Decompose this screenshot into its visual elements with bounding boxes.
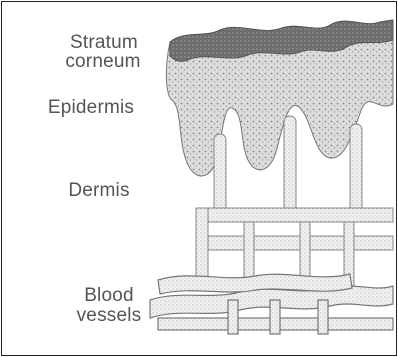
blood-vessels-label-line1: Blood	[64, 286, 154, 305]
stratum-corneum-label-line2: corneum	[48, 52, 158, 71]
blood-vessel-network	[150, 274, 393, 334]
stratum-corneum-label-line1: Stratum	[44, 33, 164, 52]
blood-vessels-label-line2: vessels	[64, 306, 154, 325]
epidermis-label: Epidermis	[16, 98, 166, 117]
dermis-label: Dermis	[44, 181, 154, 200]
